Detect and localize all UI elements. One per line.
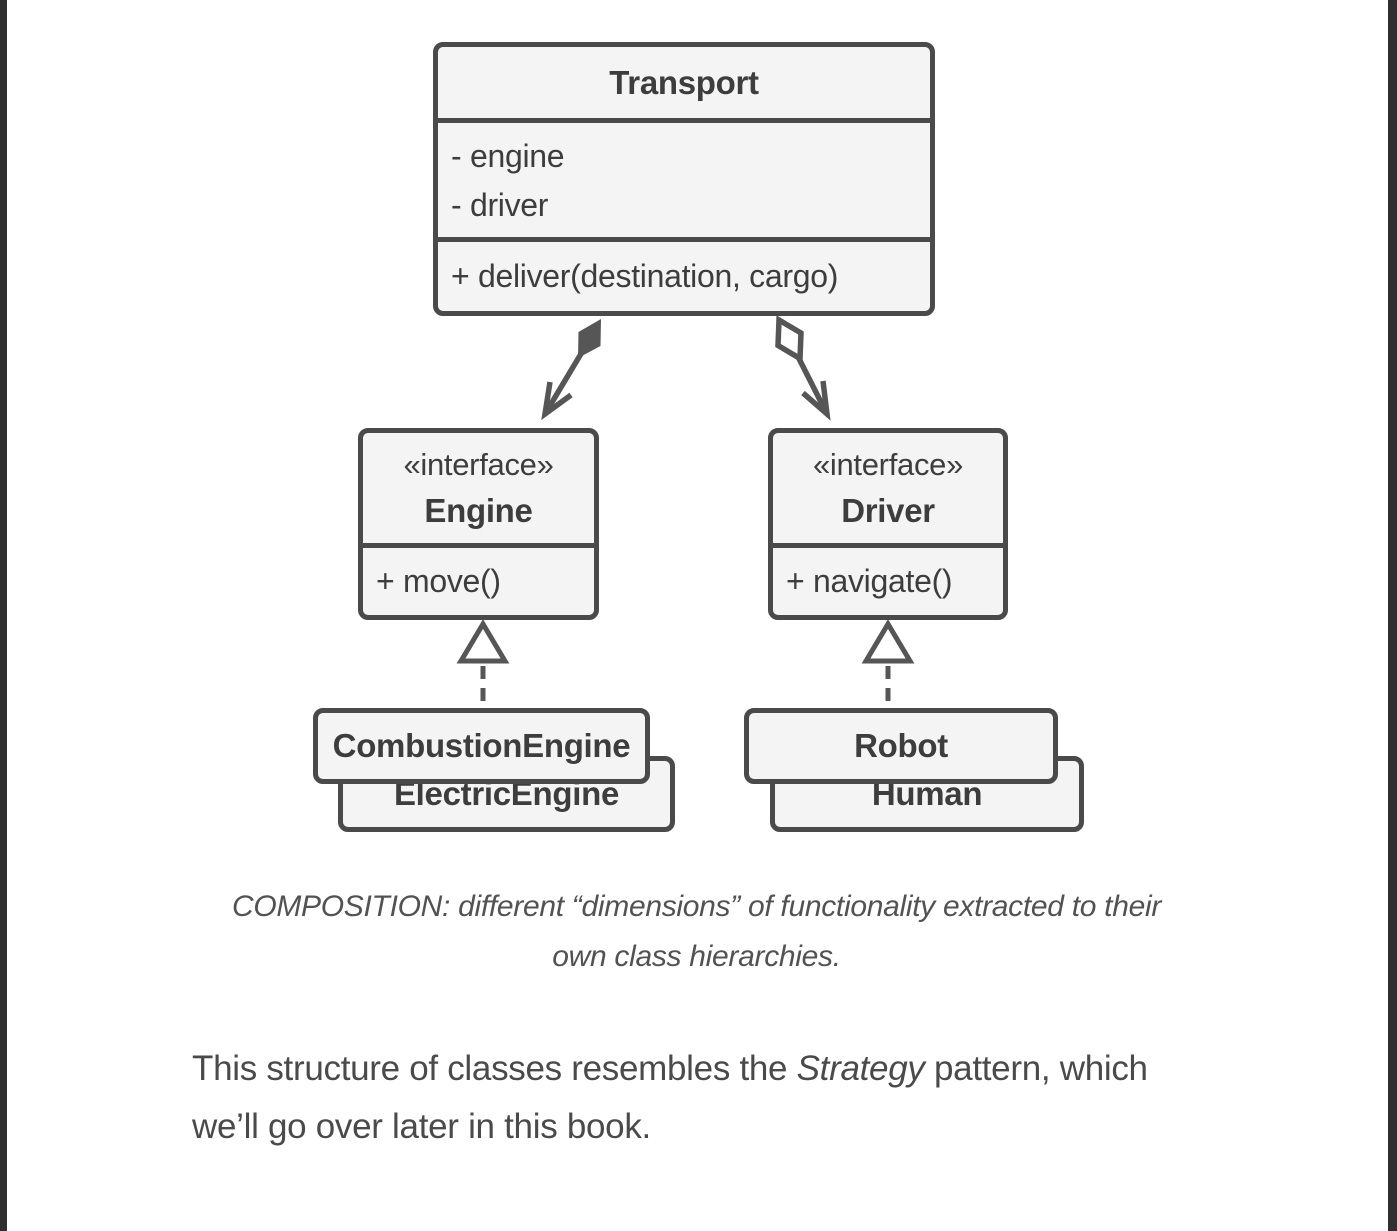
interface-box-driver: «interface» Driver + navigate()	[768, 428, 1008, 620]
interface-box-engine: «interface» Engine + move()	[358, 428, 599, 620]
hollow-triangle-icon	[861, 619, 915, 664]
interface-title-engine: Engine	[424, 492, 533, 529]
body-line-1-prefix: This structure of classes resembles the	[192, 1049, 797, 1088]
body-line-2: we’ll go over later in this book.	[192, 1107, 651, 1146]
body-line-1-suffix: pattern, which	[924, 1049, 1148, 1088]
engine-stereotype: «interface»	[403, 447, 554, 482]
attribute-engine: - engine	[451, 138, 565, 174]
page-right-edge	[1388, 0, 1397, 1231]
transport-method: + deliver(destination, cargo)	[438, 237, 930, 311]
aggregation-arrow-transport-driver	[775, 315, 831, 421]
strategy-pattern-emphasis: Strategy	[796, 1049, 925, 1088]
open-arrowhead-icon	[801, 380, 831, 421]
class-box-combustion-engine: CombustionEngine	[313, 708, 650, 784]
engine-method: + move()	[363, 543, 594, 615]
open-arrowhead-icon	[541, 381, 573, 421]
figure-caption: COMPOSITION: different “dimensions” of f…	[20, 882, 1373, 982]
class-title-transport: Transport	[609, 63, 759, 101]
class-box-robot: Robot	[744, 708, 1058, 784]
body-line-1: This structure of classes resembles the …	[192, 1040, 1332, 1098]
composition-diamond-icon	[578, 319, 601, 358]
figure-caption-line-1: COMPOSITION: different “dimensions” of f…	[231, 890, 1162, 923]
figure-caption-line-2: own class hierarchies.	[552, 940, 841, 973]
interface-title-driver: Driver	[841, 492, 935, 529]
attribute-driver: - driver	[451, 187, 549, 223]
body-paragraph: This structure of classes resembles the …	[192, 1040, 1332, 1156]
realization-arrow-combustion-engine	[456, 619, 510, 706]
class-box-transport: Transport - engine - driver + deliver(de…	[433, 42, 935, 316]
aggregation-diamond-icon	[775, 315, 804, 364]
transport-attributes: - engine - driver	[438, 118, 930, 237]
hollow-triangle-icon	[456, 619, 510, 664]
driver-stereotype: «interface»	[812, 447, 964, 482]
composition-arrow-transport-engine	[541, 319, 601, 421]
realization-arrow-robot-driver	[861, 619, 915, 706]
driver-method: + navigate()	[773, 543, 1003, 615]
engine-header: «interface» Engine	[363, 433, 594, 543]
driver-header: «interface» Driver	[773, 433, 1003, 543]
page-left-edge	[0, 0, 7, 1231]
